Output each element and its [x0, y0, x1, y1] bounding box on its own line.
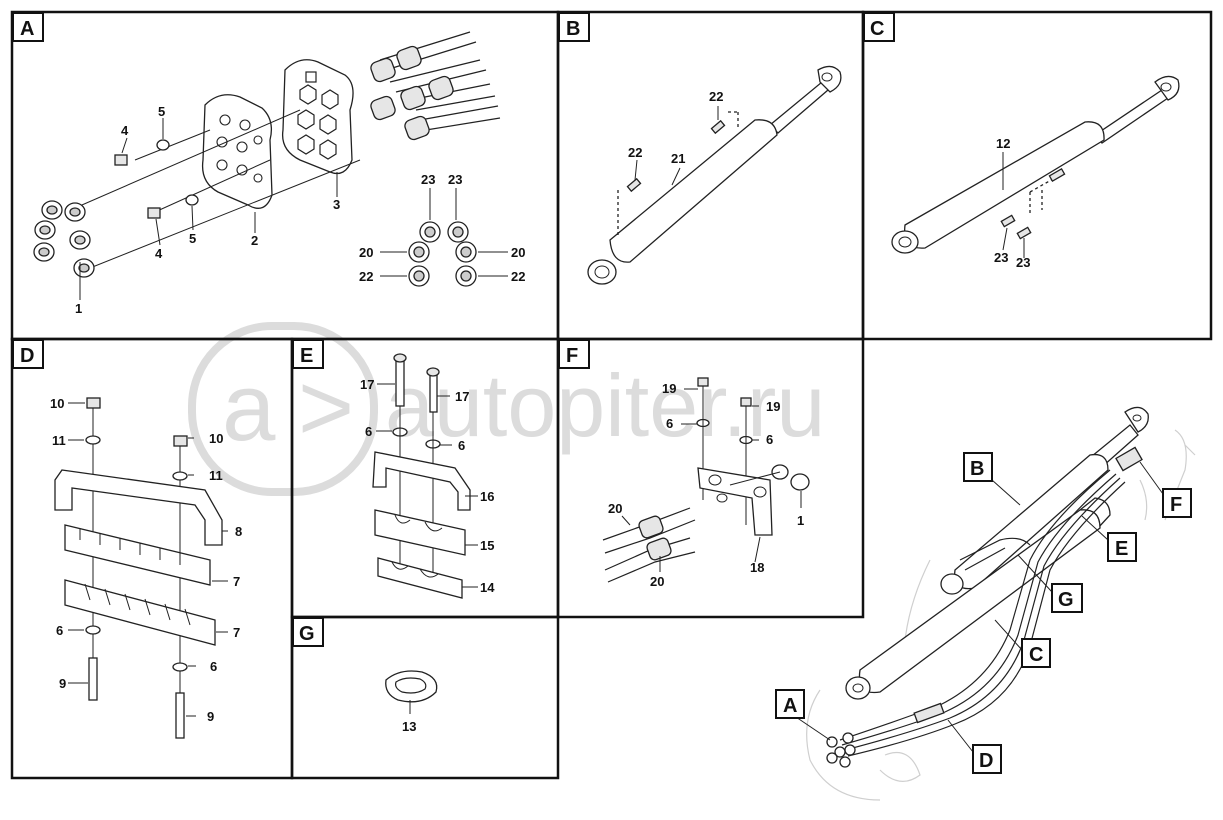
svg-text:F: F [566, 345, 578, 367]
callout-g-13: 13 [402, 719, 416, 734]
panel-tag-e: E [292, 339, 324, 369]
callout-c-23-left: 23 [994, 250, 1008, 265]
overview-tag-b: B [963, 452, 993, 482]
callout-e-6-left: 6 [365, 424, 372, 439]
callout-e-15: 15 [480, 538, 494, 553]
callout-d-6-left: 6 [56, 623, 63, 638]
svg-text:B: B [566, 18, 580, 40]
panel-d-drawing [54, 397, 228, 739]
svg-text:A: A [783, 695, 797, 717]
callout-d-9-right: 9 [207, 709, 214, 724]
callout-d-9-left: 9 [59, 676, 66, 691]
callout-b-22-left: 22 [628, 145, 642, 160]
svg-text:E: E [300, 345, 313, 367]
panel-e-drawing [372, 353, 478, 599]
svg-text:G: G [299, 623, 315, 645]
callout-f-6-right: 6 [766, 432, 773, 447]
panel-c-drawing [891, 75, 1180, 258]
callout-a-1: 1 [75, 301, 82, 316]
callout-a-5-top: 5 [158, 104, 165, 119]
panel-tag-g: G [292, 617, 324, 647]
panel-tag-d: D [12, 339, 44, 369]
callout-a-22-right: 22 [511, 269, 525, 284]
callout-f-20-top: 20 [608, 501, 622, 516]
callout-a-20-left: 20 [359, 245, 373, 260]
callout-d-11-right: 11 [209, 468, 223, 483]
callout-a-20-right: 20 [511, 245, 525, 260]
callout-f-20-bottom: 20 [650, 574, 664, 589]
panel-tag-c: C [863, 12, 895, 42]
overview-tag-a: A [775, 689, 805, 719]
callout-f-19-right: 19 [766, 399, 780, 414]
callout-d-10-right: 10 [209, 431, 223, 446]
callout-e-16: 16 [480, 489, 494, 504]
callout-a-22-left: 22 [359, 269, 373, 284]
callout-f-18: 18 [750, 560, 764, 575]
svg-text:F: F [1170, 494, 1182, 516]
callout-a-5-bottom: 5 [189, 231, 196, 246]
panel-f-frame [556, 337, 865, 619]
svg-text:C: C [1029, 644, 1043, 666]
panel-b-drawing [587, 65, 842, 285]
callout-a-4-bottom: 4 [155, 246, 163, 261]
callout-a-4-top: 4 [121, 123, 129, 138]
callout-d-6-right: 6 [210, 659, 217, 674]
callout-a-3: 3 [333, 197, 340, 212]
callout-f-1: 1 [797, 513, 804, 528]
svg-text:E: E [1115, 538, 1128, 560]
callout-d-7-upper: 7 [233, 574, 240, 589]
panel-g-frame [290, 615, 560, 780]
svg-text:a: a [222, 354, 276, 461]
overview-tag-g: G [1051, 583, 1083, 613]
overview-tag-d: D [972, 744, 1002, 774]
callout-f-19-left: 19 [662, 381, 676, 396]
svg-text:C: C [870, 18, 884, 40]
watermark: a > autopiter.ru [188, 322, 825, 496]
svg-text:D: D [20, 345, 34, 367]
callout-d-8: 8 [235, 524, 242, 539]
overview-assembly [789, 406, 1196, 801]
callout-a-23-left: 23 [421, 172, 435, 187]
svg-text:G: G [1058, 589, 1074, 611]
callout-e-6-right: 6 [458, 438, 465, 453]
overview-tag-f: F [1162, 488, 1192, 518]
callout-c-12: 12 [996, 136, 1010, 151]
callout-d-11-left: 11 [52, 433, 66, 448]
svg-text:D: D [979, 750, 993, 772]
overview-tag-c: C [1021, 638, 1051, 668]
svg-text:A: A [20, 18, 34, 40]
callout-e-17-left: 17 [360, 377, 374, 392]
callout-b-21: 21 [671, 151, 685, 166]
panel-tag-a: A [12, 12, 44, 42]
panel-f-drawing [602, 377, 810, 583]
callout-d-7-lower: 7 [233, 625, 240, 640]
panel-g-drawing [385, 670, 438, 714]
panel-c-frame [861, 10, 1213, 341]
overview-tag-e: E [1107, 532, 1137, 562]
panel-a-drawing [33, 31, 508, 300]
callout-f-6-left: 6 [666, 416, 673, 431]
callout-c-23-right: 23 [1016, 255, 1030, 270]
svg-text:>: > [298, 354, 354, 461]
svg-text:B: B [970, 458, 984, 480]
callout-a-2: 2 [251, 233, 258, 248]
callout-e-14: 14 [480, 580, 495, 595]
panel-tag-f: F [558, 339, 590, 369]
callout-b-22-top: 22 [709, 89, 723, 104]
callout-a-23-right: 23 [448, 172, 462, 187]
panel-tag-b: B [558, 12, 590, 42]
callout-d-10-left: 10 [50, 396, 64, 411]
watermark-text: autopiter.ru [385, 356, 825, 455]
callout-e-17-right: 17 [455, 389, 469, 404]
